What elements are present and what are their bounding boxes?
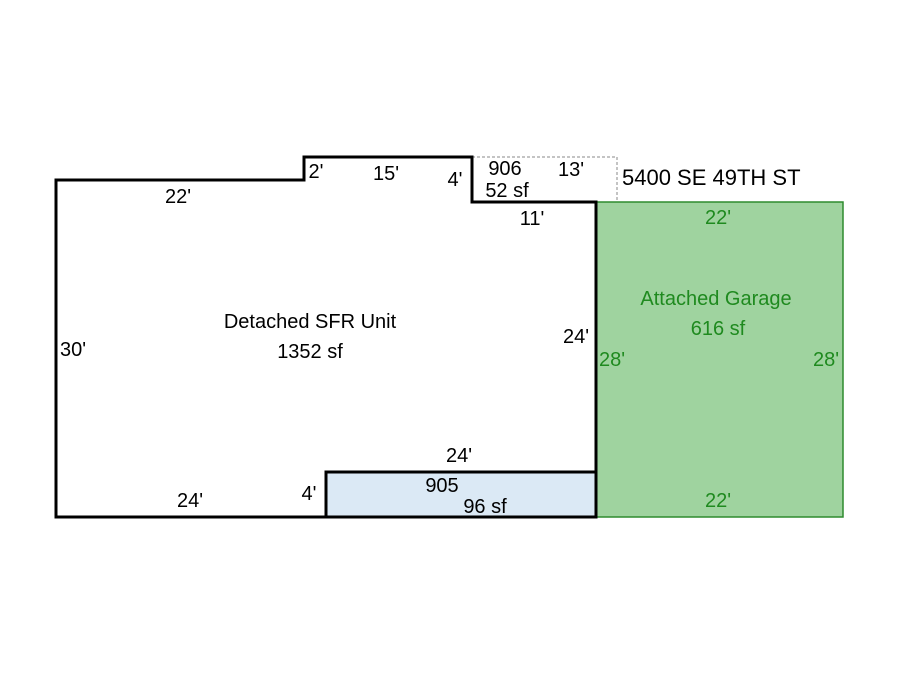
dim-notch-down: 4' [448, 169, 463, 191]
garage-area: 616 sf [691, 318, 746, 340]
area-905-area: 96 sf [463, 496, 507, 518]
area-905-code: 905 [425, 475, 458, 497]
main-unit-name: Detached SFR Unit [224, 311, 397, 333]
area-905-porch [326, 472, 596, 517]
area-906-area: 52 sf [485, 180, 529, 202]
area-906-code: 906 [488, 158, 521, 180]
garage-dim-right: 28' [813, 349, 839, 371]
garage-name: Attached Garage [640, 288, 791, 310]
dim-right: 24' [563, 326, 589, 348]
dim-bottom-left: 24' [177, 490, 203, 512]
main-unit-area: 1352 sf [277, 341, 343, 363]
address-label: 5400 SE 49TH ST [622, 165, 801, 190]
garage-shape [595, 201, 844, 518]
area-906-dashed-outline [472, 156, 618, 202]
dim-bottom-step: 4' [302, 483, 317, 505]
garage-dim-left: 28' [599, 349, 625, 371]
dim-bottom-right-top: 24' [446, 445, 472, 467]
dim-top-left: 22' [165, 186, 191, 208]
garage-dim-bottom: 22' [705, 490, 731, 512]
main-unit-bottom-step [324, 470, 596, 517]
dim-left: 30' [60, 339, 86, 361]
dim-notch-bottom: 11' [520, 208, 545, 230]
dim-top-mid: 15' [373, 163, 399, 185]
main-unit-outline [54, 155, 598, 519]
area-906-dim: 13' [558, 159, 584, 181]
garage-dim-top: 22' [705, 207, 731, 229]
dim-step-up: 2' [309, 161, 324, 183]
